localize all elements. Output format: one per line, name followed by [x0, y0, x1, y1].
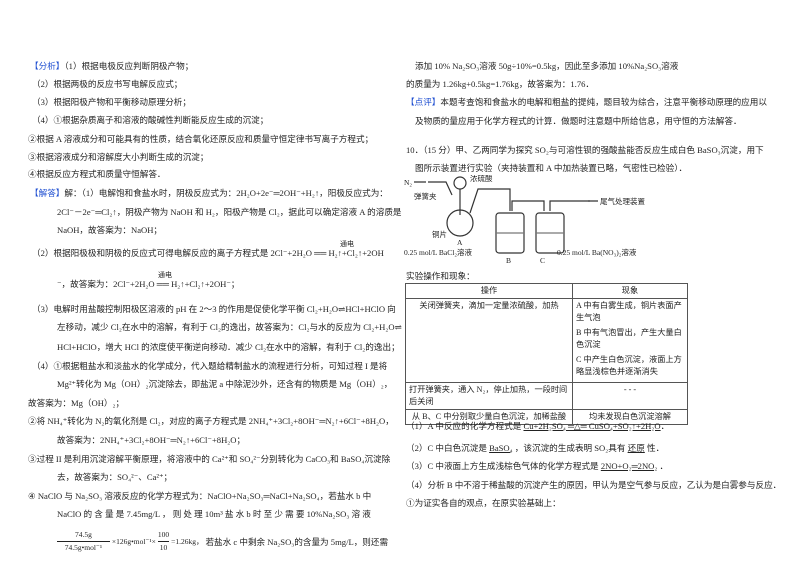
table-row: 从 B、C 中分别取少量白色沉淀，加稀盐酸均未发现白色沉淀溶解 [405, 409, 688, 425]
comment-line: 【点评】本题考查饱和食盐水的电解和粗盐的提纯，题目较为综合，注意平衡移动原理的应… [406, 97, 767, 107]
answer-line: Mg²⁺转化为 Mg（OH）₂沉淀除去，即盐泥 a 中除泥沙外，还含有的物质是 … [57, 379, 393, 389]
answer-line: NaOH，故答案为：NaOH； [57, 225, 163, 235]
svg-text:0.25 mol/L BaCl₂溶液: 0.25 mol/L BaCl₂溶液 [404, 247, 472, 257]
answer-blank: Cu+2H₂SO₄ ═△═ CuSO₄+SO₂↑+2H₂O [523, 421, 661, 431]
apparatus-diagram: N₂ 浓硫酸 弹簧夹 铜片 A 0.25 mol/L BaCl₂溶液 B C 0… [404, 175, 645, 265]
question-10: 图所示装置进行实验（夹持装置和 A 中加热装置已略，气密性已检验）． [415, 163, 688, 173]
tail-gas-tube [549, 200, 590, 211]
svg-text:尾气处理装置: 尾气处理装置 [600, 196, 645, 206]
answer-line: HCl+HClO，增大 HCl 的浓度使平衡逆向移动．减少 Cl₂在水中的溶解，… [57, 342, 400, 352]
answer-line: （3）电解时用盐酸控制阳极区溶液的 pH 在 2～3 的作用是促使化学平衡 Cl… [32, 304, 396, 314]
analysis-tag: 【分析】 [30, 61, 65, 71]
answer-line: 故答案为：Mg（OH）₂； [28, 398, 125, 408]
answer-line: （4）①根据粗盐水和淡盐水的化学成分，代入题给精制盐水的流程进行分析，可知过程 … [32, 361, 388, 371]
analysis-line: ④根据反应方程式和质量守恒解答． [28, 169, 166, 179]
answer-blank: BaSO₄ [489, 443, 513, 453]
svg-text:B: B [506, 256, 511, 265]
sub-question-3: （3）C 中液面上方生成浅棕色气体的化学方程式是 2NO+O₂═2NO₂ ． [406, 461, 669, 471]
table-title: 实验操作和现象： [406, 271, 475, 281]
analysis-line: （3）根据阳极产物和平衡移动原理分析； [32, 97, 191, 107]
tube-b-c [511, 200, 545, 211]
analysis-line: ③根据溶液成分和溶解度大小判断生成的沉淀； [28, 152, 209, 162]
answer-blank: 2NO+O₂═2NO₂ [600, 461, 658, 471]
answer-line: 2Cl⁻－2e⁻═Cl₂↑，阴极产物为 NaOH 和 H₂，阳极产物是 Cl₂，… [57, 207, 402, 217]
answer-tag: 【解答】 [30, 188, 65, 198]
analysis-line: 【分析】（1）根据电极反应判断阴极产物； [30, 61, 194, 71]
answer-line: ②将 NH₄⁺转化为 N₂的氧化剂是 Cl₂，对应的离子方程式是 2NH₄⁺+3… [28, 416, 394, 426]
answer-line: 故答案为：2NH₄⁺+3Cl₂+8OH⁻═N₂↑+6Cl⁻+8H₂O； [57, 435, 246, 445]
answer-line: NaClO 的 含 量 是 7.45mg/L ， 则 处 理 10m³ 盐 水 … [57, 509, 371, 519]
answer-line: （2）根据阳极极和阴极的反应式可得电解反应的离子方程式是 2Cl⁻+2H₂O ═… [32, 248, 384, 258]
answer-blank: 还原 [627, 443, 645, 453]
svg-text:浓硫酸: 浓硫酸 [470, 175, 493, 183]
n2-inlet-tube [428, 181, 453, 196]
svg-text:A: A [457, 238, 463, 247]
answer-line: ④ NaClO 与 Na₂SO₃ 溶液反应的化学方程式为：NaClO+Na₂SO… [28, 491, 372, 501]
svg-text:弹簧夹: 弹簧夹 [414, 191, 437, 201]
answer-line: 【解答】解：（1）电解饱和食盐水时，阴极反应式为：2H₂O+2e⁻═2OH⁻+H… [30, 188, 388, 198]
sub-question-4: （4）分析 B 中不溶于稀盐酸的沉淀产生的原因，甲认为是空气参与反应，乙认为是白… [406, 480, 782, 490]
analysis-line: ②根据 A 溶液成分和可能具有的性质，结合氧化还原反应和质量守恒定律书写离子方程… [28, 134, 374, 144]
svg-text:C: C [540, 256, 545, 265]
svg-text:N₂: N₂ [404, 178, 412, 187]
electrolysis-label: 通电 [158, 271, 172, 279]
answer-line: 左移动，减少 Cl₂在水中的溶解，有利于 Cl₂的逸出，故答案为：Cl₂与水的反… [57, 322, 402, 332]
sub-question-1: （1）A 中反应的化学方程式是 Cu+2H₂SO₄ ═△═ CuSO₄+SO₂↑… [406, 421, 670, 431]
table-row: 打开弹簧夹，通入 N₂，停止加热，一段时间后关闭- - - [405, 382, 688, 410]
answer-line: 添加 10% Na₂SO₃溶液 50g÷10%=0.5kg，因此至多添加 10%… [415, 61, 679, 71]
answer-line: 去，故答案为：SO₄²⁻、Ca²⁺； [57, 472, 173, 482]
answer-line: ③过程 II 是利用沉淀溶解平衡原理，将溶液中的 Ca²⁺和 SO₄²⁻分别转化… [28, 454, 391, 464]
comment-line: 及物质的量应用于化学方程式的计算．做题时注意题中所给信息，用守恒的方法解答． [415, 116, 742, 126]
table-header-row: 操作现象 [405, 283, 688, 299]
dropping-funnel [453, 176, 467, 190]
svg-text:铜片: 铜片 [432, 229, 447, 239]
tube-a-b [469, 188, 511, 214]
sub-question-2: （2）C 中白色沉淀是 BaSO₄ ，该沉淀的生成表明 SO₂具有 还原 性． [406, 443, 665, 453]
answer-line: 的质量为 1.26kg+0.5kg=1.76kg，故答案为：1.76． [406, 79, 595, 89]
answer-line: ⁻，故答案为：2Cl⁻+2H₂O ══ H₂↑+Cl₂↑+2OH⁻； [57, 279, 240, 289]
analysis-line: （4）①根据杂质离子和溶液的酸碱性判断能反应生成的沉淀； [32, 115, 269, 125]
flask-a [446, 209, 474, 237]
svg-text:0.25 mol/L Ba(NO₃)₂溶液: 0.25 mol/L Ba(NO₃)₂溶液 [557, 247, 637, 257]
electrolysis-label: 通电 [340, 240, 354, 248]
analysis-line: （2）根据两极的反应书写电解反应式； [32, 79, 183, 89]
question-10: 10．（15 分）甲、乙两同学为探究 SO₂与可溶性钡的强酸盐能否反应生成白色 … [406, 145, 764, 155]
comment-tag: 【点评】 [406, 97, 441, 107]
sub-question-4-1: ①为证实各自的观点，在原实验基础上： [406, 498, 561, 508]
